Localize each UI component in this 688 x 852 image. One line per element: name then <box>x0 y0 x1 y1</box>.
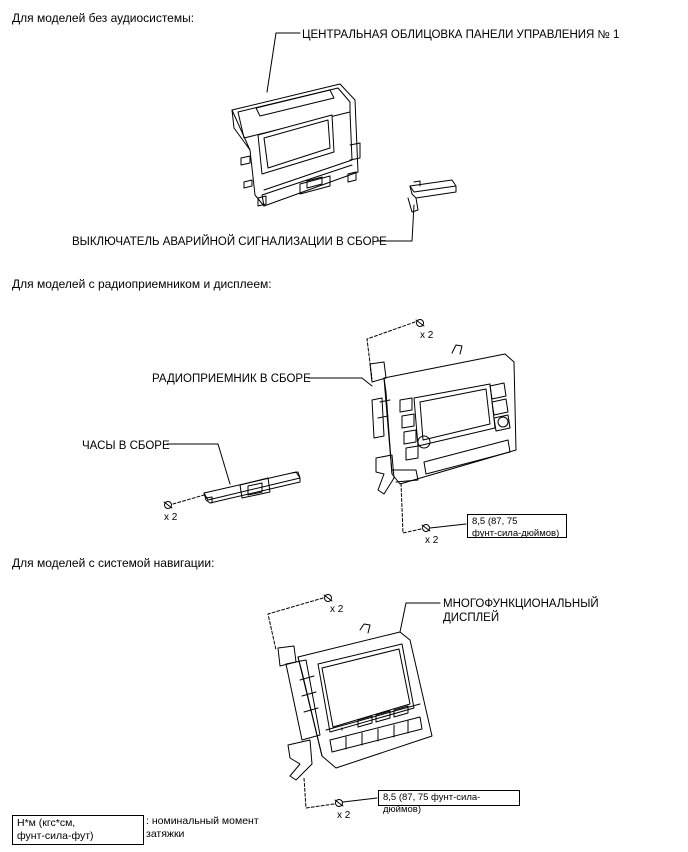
bolt-icon <box>334 799 344 807</box>
legend-unit-line1: Н*м (кгс*см, <box>17 817 76 829</box>
multi-display-drawing <box>277 623 433 781</box>
bolt-icon <box>415 319 425 327</box>
torque-box-nav: 8,5 (87, 75 фунт-сила-дюймов) <box>378 790 520 815</box>
qty-nav-top: x 2 <box>330 604 344 615</box>
torque-box-radio: 8,5 (87, 75 фунт-сила-дюймов) <box>467 514 567 539</box>
section-heading-no-audio: Для моделей без аудиосистемы: <box>12 11 195 25</box>
section-heading-navigation: Для моделей с системой навигации: <box>12 556 215 570</box>
qty-nav-bottom: x 2 <box>337 810 351 821</box>
label-hazard-switch: ВЫКЛЮЧАТЕЛЬ АВАРИЙНОЙ СИГНАЛИЗАЦИИ В СБО… <box>72 236 387 248</box>
legend-unit-box: Н*м (кгс*см, фунт-сила-фут) <box>12 815 144 845</box>
torque-radio-line2: фунт-сила-дюймов) <box>472 528 560 539</box>
torque-radio-line1: 8,5 (87, 75 <box>472 516 518 527</box>
bolt-icon <box>421 524 431 532</box>
center-cluster-panel-drawing <box>231 83 361 207</box>
label-center-cluster-panel: ЦЕНТРАЛЬНАЯ ОБЛИЦОВКА ПАНЕЛИ УПРАВЛЕНИЯ … <box>302 29 620 41</box>
bolt-icon <box>323 594 333 602</box>
label-radio-receiver: РАДИОПРИЕМНИК В СБОРЕ <box>152 373 311 385</box>
label-multi-display-line1: МНОГОФУНКЦИОНАЛЬНЫЙ <box>443 598 599 610</box>
hazard-switch-drawing <box>407 179 457 213</box>
label-multi-display-line2: ДИСПЛЕЙ <box>443 612 500 624</box>
qty-radio-bottom: x 2 <box>425 535 439 546</box>
qty-clock: x 2 <box>164 512 178 523</box>
legend-desc-line1: : номинальный момент <box>146 815 259 827</box>
clock-assembly-drawing <box>203 471 301 504</box>
legend-unit-line2: фунт-сила-фут) <box>17 830 94 842</box>
bolt-icon <box>163 501 173 509</box>
qty-radio-top: x 2 <box>420 330 434 341</box>
legend-desc-line2: затяжки <box>146 828 185 840</box>
label-clock-assembly: ЧАСЫ В СБОРЕ <box>82 440 170 452</box>
section-heading-radio-display: Для моделей с радиоприемником и дисплеем… <box>12 277 272 291</box>
radio-receiver-drawing <box>369 344 517 495</box>
